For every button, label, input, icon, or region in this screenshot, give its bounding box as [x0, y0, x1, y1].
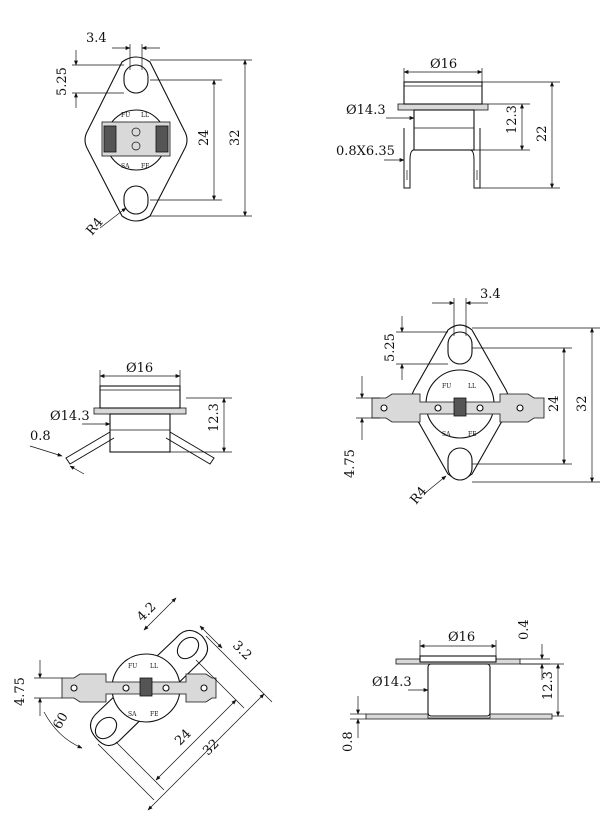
dim-angle: 60 — [50, 710, 71, 732]
upper-slot — [176, 636, 200, 660]
middle-left-side-view: Ø16 Ø14.3 0.8 12.3 — [29, 361, 232, 475]
dim-terminal-width: 4.75 — [13, 677, 28, 706]
dim-overall-length: 32 — [575, 395, 590, 412]
cap — [403, 81, 483, 105]
mark-lower-right: FE — [468, 431, 477, 438]
rivet — [434, 404, 442, 412]
mark-upper-right: LL — [141, 112, 149, 119]
right-terminal — [155, 125, 169, 153]
base-flange — [365, 713, 553, 720]
terminal-hole — [380, 404, 388, 412]
middle-right-top-view: FU LL SA FE 3.4 5.25 24 32 4.75 R4 — [343, 287, 600, 508]
dim-hole-width: 3.2 — [229, 638, 254, 663]
dim-flange-width: 4.2 — [134, 600, 159, 625]
body-cylinder — [427, 663, 491, 717]
dim-body-height: 12.3 — [207, 403, 222, 432]
dim-lip-thickness: 0.4 — [517, 619, 532, 640]
dim-cap-diameter: Ø16 — [448, 630, 475, 645]
dim-overall-height: 22 — [535, 125, 550, 142]
rivet — [122, 684, 130, 692]
dim-hole-spacing: 24 — [547, 395, 562, 412]
cap — [419, 655, 497, 663]
right-bent-tab — [165, 431, 215, 465]
flange-plate — [93, 407, 187, 415]
dim-overall-length: 32 — [228, 129, 243, 146]
rivet — [476, 404, 484, 412]
left-bent-tab — [65, 431, 115, 465]
dim-body-diameter: Ø14.3 — [346, 103, 386, 118]
terminal-hole — [70, 684, 78, 692]
dim-hole-spacing: 24 — [172, 727, 194, 749]
center-mark — [453, 397, 467, 417]
bottom-slot — [447, 447, 473, 481]
dim-cap-diameter: Ø16 — [126, 361, 153, 376]
mark-lower-right: FE — [141, 163, 150, 170]
cap — [99, 385, 181, 409]
dim-radius: R4 — [408, 484, 431, 507]
logo-mark — [131, 127, 141, 137]
dim-body-height: 12.3 — [541, 671, 556, 700]
dim-body-height: 12.3 — [505, 105, 520, 134]
mark-upper-left: FU — [121, 112, 130, 119]
dim-hole-width: 3.4 — [480, 287, 501, 302]
dim-thickness: 0.8 — [30, 429, 51, 444]
dim-cap-diameter: Ø16 — [430, 57, 457, 72]
mark-lower-right: FE — [150, 711, 159, 718]
lower-slot — [94, 716, 118, 740]
rivet — [162, 684, 170, 692]
left-terminal — [103, 125, 117, 153]
dim-hole-spacing: 24 — [197, 129, 212, 146]
dim-hole-width: 3.4 — [86, 31, 107, 46]
top-slot — [123, 64, 149, 94]
center-mark — [139, 677, 153, 697]
dim-thickness: 0.8 — [341, 731, 356, 752]
terminal-hole — [200, 684, 208, 692]
dim-hole-height: 5.25 — [383, 333, 398, 362]
mark-lower-left: SA — [128, 711, 137, 718]
flange-plate — [397, 103, 489, 111]
dim-terminal-width: 4.75 — [343, 449, 358, 478]
mark-lower-left: SA — [442, 431, 451, 438]
mark-lower-left: SA — [121, 163, 130, 170]
bottom-left-rotated-view: FU LL SA FE 4.2 3.2 4.75 60 24 32 — [13, 597, 273, 811]
terminal-hole — [516, 404, 524, 412]
dim-terminal-size: 0.8X6.35 — [336, 144, 395, 159]
top-right-side-view: Ø16 Ø14.3 0.8X6.35 12.3 22 — [336, 57, 560, 189]
dim-hole-height: 5.25 — [55, 67, 70, 96]
mark-upper-right: LL — [150, 663, 158, 670]
bottom-right-side-view: Ø16 Ø14.3 0.4 12.3 0.8 — [341, 619, 564, 752]
dim-body-diameter: Ø14.3 — [50, 409, 90, 424]
top-slot — [447, 331, 473, 365]
mark-upper-left: FU — [442, 383, 451, 390]
dim-body-diameter: Ø14.3 — [372, 675, 412, 690]
mark-upper-left: FU — [128, 663, 137, 670]
dim-radius: R4 — [84, 215, 107, 238]
body-cylinder — [109, 413, 171, 453]
right-terminal — [469, 128, 481, 189]
body-cylinder — [413, 109, 475, 151]
bottom-slot — [123, 185, 149, 215]
logo-mark — [131, 141, 141, 151]
mark-upper-right: LL — [468, 383, 476, 390]
left-terminal — [403, 128, 415, 189]
top-left-top-view: FU LL SA FE 3.4 5.25 24 32 R4 — [55, 31, 252, 239]
dim-overall-length: 32 — [200, 737, 222, 759]
